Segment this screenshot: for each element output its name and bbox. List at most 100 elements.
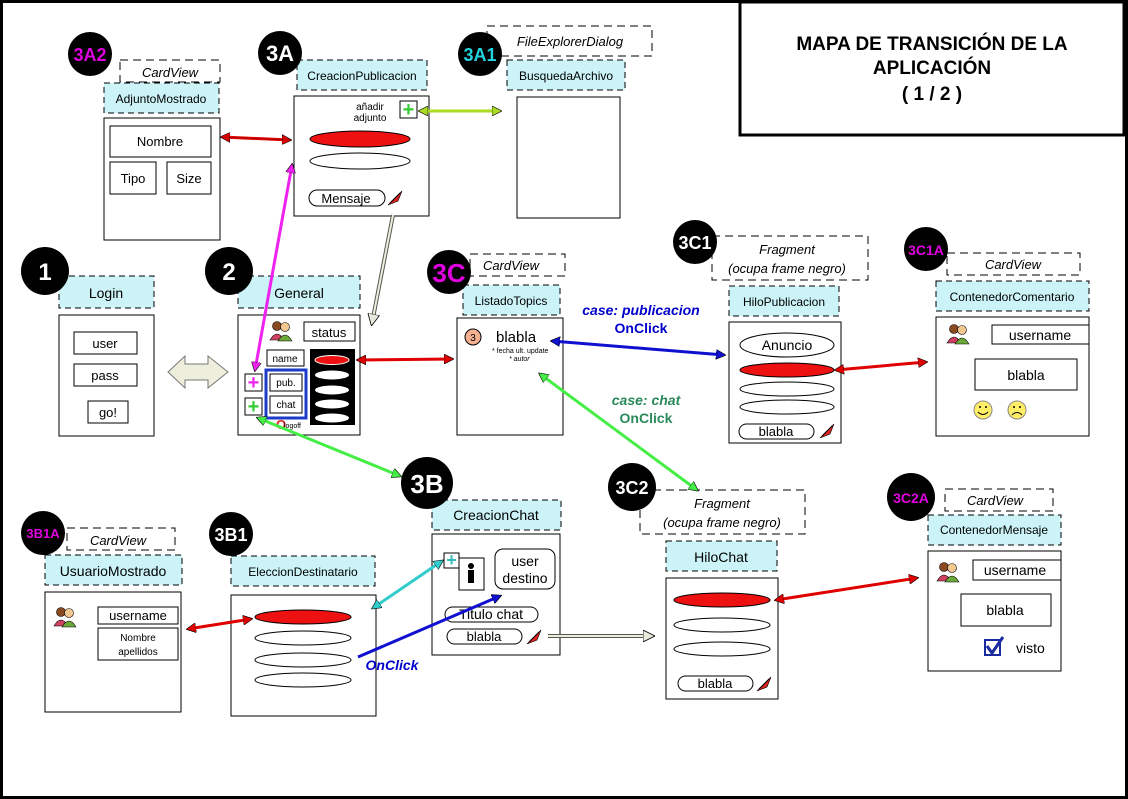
fragment-tag: Fragment	[694, 496, 751, 511]
anuncio-label: Anuncio	[762, 337, 813, 353]
visto-label: visto	[1016, 640, 1045, 656]
header-general: General	[274, 285, 324, 301]
usuario-nombre: Nombre	[120, 633, 156, 644]
cardview-tag: CardView	[90, 533, 148, 548]
badge-3c: 3C	[432, 258, 465, 288]
send-icon[interactable]	[526, 629, 542, 645]
case-publicacion-label: case: publicacion	[582, 302, 699, 318]
header-adjunto: AdjuntoMostrado	[116, 92, 207, 106]
onclick-label: OnClick	[615, 320, 668, 336]
fragment-tag: Fragment	[759, 242, 816, 257]
pass-input[interactable]	[73, 363, 138, 387]
mensaje-blabla: blabla	[986, 602, 1024, 618]
status-label: status	[312, 325, 347, 340]
plus-icon: +	[446, 550, 457, 570]
titulo-chat-label: Titulo chat	[459, 606, 523, 622]
comment-input[interactable]	[738, 423, 815, 440]
comentario-username: username	[1009, 327, 1071, 343]
screen-adjunto-mostrado: CardView AdjuntoMostrado Nombre Tipo Siz…	[103, 59, 221, 241]
badge-3b: 3B	[410, 469, 443, 499]
file-explorer-tag: FileExplorerDialog	[517, 34, 624, 49]
text-field[interactable]	[309, 152, 411, 170]
user-destino-line1: user	[511, 553, 539, 569]
check-icon	[985, 636, 1005, 656]
plus-icon: +	[248, 372, 260, 394]
status-field[interactable]	[303, 321, 356, 342]
title-line-3: ( 1 / 2 )	[902, 84, 962, 105]
cardview-tag: CardView	[483, 258, 541, 273]
plus-icon: +	[248, 396, 260, 418]
fragment-note: (ocupa frame negro)	[663, 515, 781, 530]
mensaje-input[interactable]	[308, 189, 386, 207]
user-label: user	[92, 336, 118, 351]
arrows	[188, 111, 926, 659]
header-usuario-mostrado: UsuarioMostrado	[60, 563, 167, 579]
onclick-label: OnClick	[366, 657, 420, 673]
screen-contenedor-comentario: CardView ContenedorComentario username b…	[935, 252, 1090, 437]
adjunto-tipo: Tipo	[121, 171, 146, 186]
topic-count-badge: 3	[470, 333, 476, 344]
login-general-arrow	[167, 354, 229, 390]
tab-pub[interactable]	[269, 373, 303, 392]
header-contenedor-comentario: ContenedorComentario	[950, 290, 1075, 304]
onclick-label: OnClick	[620, 410, 673, 426]
screen-creacion-publicacion: CreacionPublicacion añadir adjunto + Men…	[293, 59, 430, 217]
mensaje-label: Mensaje	[321, 191, 370, 206]
badge-3b1: 3B1	[214, 525, 247, 545]
tab-chat[interactable]	[269, 395, 303, 414]
badge-3b1a: 3B1A	[26, 526, 60, 541]
screen-creacion-chat: CreacionChat + user destino Titulo chat …	[431, 499, 562, 656]
title-line-1: MAPA DE TRANSICIÓN DE LA	[796, 33, 1068, 55]
header-contenedor-mensaje: ContenedorMensaje	[940, 523, 1048, 537]
badge-3c2: 3C2	[615, 478, 648, 498]
add-pub-button[interactable]	[244, 373, 263, 392]
header-listado: ListadoTopics	[475, 294, 548, 308]
dislike-icon[interactable]	[1007, 400, 1027, 420]
adjunto-size: Size	[176, 171, 201, 186]
selected-field[interactable]	[309, 130, 411, 148]
cardview-tag: CardView	[142, 65, 200, 80]
chat-reply-input[interactable]	[677, 675, 754, 692]
screen-login: Login user pass go!	[58, 275, 155, 437]
comentario-blabla: blabla	[1007, 367, 1045, 383]
user-destino-field[interactable]	[494, 548, 556, 590]
badge-3a2: 3A2	[73, 45, 106, 65]
adjunto-label: adjunto	[354, 113, 387, 124]
chat-message-input[interactable]	[446, 628, 523, 645]
title-box: MAPA DE TRANSICIÓN DE LA APLICACIÓN ( 1 …	[738, 0, 1126, 137]
header-login: Login	[89, 285, 123, 301]
header-creacion-chat: CreacionChat	[453, 507, 539, 523]
send-icon[interactable]	[387, 190, 403, 206]
go-button[interactable]	[87, 400, 129, 424]
adjunto-nombre: Nombre	[137, 134, 183, 149]
header-creacion-publicacion: CreacionPublicacion	[307, 69, 416, 83]
like-icon[interactable]	[973, 400, 993, 420]
usuario-apellidos: apellidos	[118, 647, 157, 658]
topic-text: blabla	[496, 329, 537, 346]
send-icon[interactable]	[756, 676, 772, 692]
hilo-pub-blabla: blabla	[759, 424, 794, 439]
add-chat-button[interactable]	[244, 397, 263, 416]
usuario-username: username	[109, 608, 167, 623]
visto-checkbox[interactable]	[984, 639, 1001, 656]
badges: 3A2 3A 3A1 1 2 3C 3C1 3C1A 3B 3C2 3C2A 3…	[21, 31, 948, 556]
topic-autor: * autor	[509, 356, 530, 363]
screen-usuario-mostrado: CardView UsuarioMostrado username Nombre…	[44, 527, 183, 713]
badge-1: 1	[38, 259, 51, 286]
header-eleccion: EleccionDestinatario	[248, 565, 358, 579]
add-attachment-button[interactable]	[399, 100, 418, 119]
screen-hilo-chat: Fragment (ocupa frame negro) HiloChat bl…	[639, 489, 806, 700]
name-label: name	[272, 354, 297, 365]
screen-contenedor-mensaje: CardView ContenedorMensaje username blab…	[927, 488, 1062, 672]
screen-hilo-publicacion: Fragment (ocupa frame negro) HiloPublica…	[711, 235, 869, 444]
go-label: go!	[99, 405, 117, 420]
header-busqueda: BusquedaArchivo	[519, 69, 613, 83]
chat-label: chat	[277, 400, 296, 411]
user-input[interactable]	[73, 331, 138, 355]
title-line-2: APLICACIÓN	[873, 57, 991, 79]
badge-3c2a: 3C2A	[893, 490, 929, 506]
send-icon[interactable]	[819, 423, 835, 439]
pass-label: pass	[91, 368, 119, 383]
hilo-chat-blabla: blabla	[698, 676, 733, 691]
